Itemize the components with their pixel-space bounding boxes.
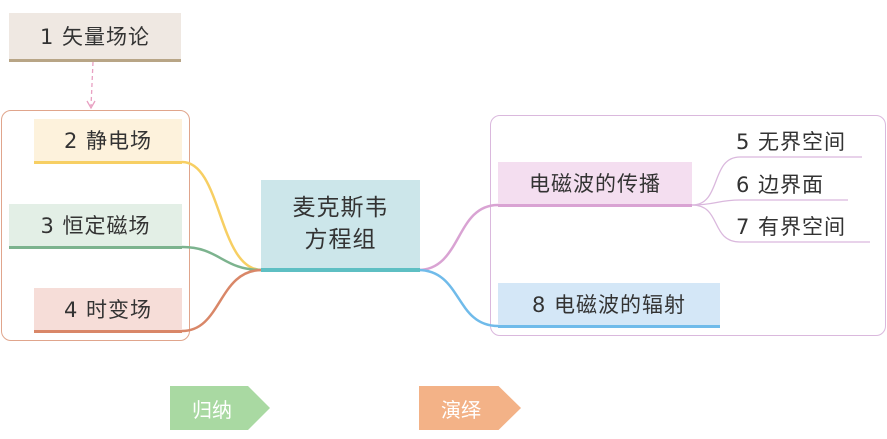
deduction-tag: 演绎 [419, 386, 521, 430]
root-node-label: 麦克斯韦 方程组 [292, 195, 389, 253]
deduction-tag-label: 演绎 [441, 397, 481, 422]
node-wave-propagation[interactable]: 电磁波的传播 [498, 162, 692, 207]
branch-prop [417, 203, 499, 272]
node-boundary-surface[interactable]: 6 边界面 [736, 169, 856, 199]
root-node-maxwell-equations[interactable]: 麦克斯韦 方程组 [261, 180, 420, 272]
node-electrostatic-field[interactable]: 2 静电场 [34, 119, 182, 164]
induction-tag-label: 归纳 [192, 397, 232, 422]
node-unbounded-space[interactable]: 5 无界空间 [736, 126, 866, 156]
induction-tag: 归纳 [170, 386, 270, 430]
left-group-box [1, 110, 190, 341]
node-steady-magnetic-field[interactable]: 3 恒定磁场 [9, 204, 182, 249]
n1-arrow-head [86, 100, 96, 110]
branch-n6 [691, 199, 848, 206]
n1-to-group-arrow [90, 61, 94, 107]
node-vector-field-theory-label: 1 矢量场论 [39, 25, 151, 49]
node-electrostatic-field-label: 2 静电场 [63, 129, 153, 153]
node-steady-magnetic-field-label: 3 恒定磁场 [40, 214, 151, 238]
node-unbounded-space-label: 5 无界空间 [736, 130, 847, 154]
node-time-varying-field[interactable]: 4 时变场 [34, 288, 182, 333]
node-vector-field-theory[interactable]: 1 矢量场论 [9, 13, 181, 62]
node-bounded-space-label: 7 有界空间 [736, 215, 847, 239]
branch-n4 [181, 268, 263, 333]
right-group-box [490, 115, 886, 336]
branch-n5 [691, 156, 862, 206]
node-time-varying-field-label: 4 时变场 [63, 298, 153, 322]
node-wave-radiation-label: 8 电磁波的辐射 [531, 293, 687, 317]
node-bounded-space[interactable]: 7 有界空间 [736, 211, 871, 241]
branch-n8 [417, 268, 499, 328]
node-boundary-surface-label: 6 边界面 [736, 173, 825, 197]
branch-n7 [691, 204, 870, 243]
node-wave-radiation[interactable]: 8 电磁波的辐射 [498, 283, 720, 328]
branch-n3 [181, 245, 263, 272]
node-wave-propagation-label: 电磁波的传播 [529, 172, 661, 196]
branch-n2 [181, 160, 263, 272]
